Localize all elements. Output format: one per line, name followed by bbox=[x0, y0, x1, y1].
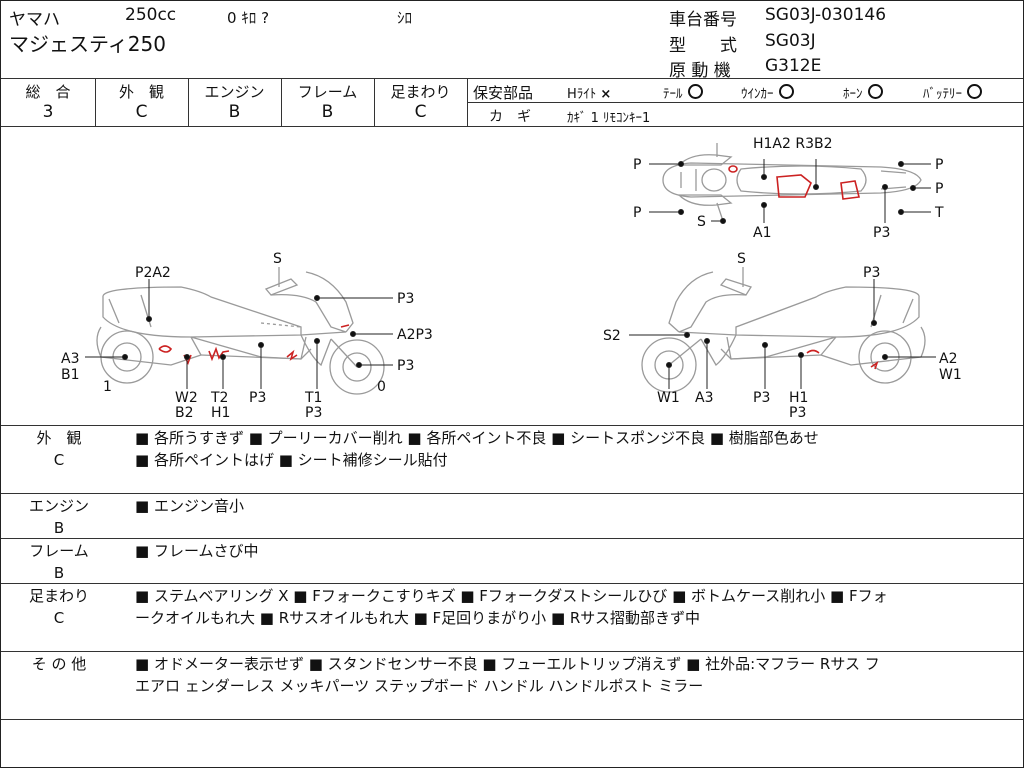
grade-suspension-value: C bbox=[414, 102, 427, 122]
label-right-s: S bbox=[737, 251, 746, 267]
safety-tail: ﾃｰﾙ bbox=[663, 83, 703, 102]
label-left-p3d: P3 bbox=[305, 405, 322, 421]
scooter-left-view bbox=[96, 267, 385, 395]
safety-headlight: Hﾗｲﾄ × bbox=[567, 87, 612, 102]
section-suspension-grade: C bbox=[53, 609, 65, 627]
label-top-p4r: P bbox=[935, 181, 943, 197]
label-left-a2p3: A2P3 bbox=[397, 327, 433, 343]
label-top-p3r: P bbox=[935, 157, 943, 173]
frame-no: SG03J-030146 bbox=[765, 5, 887, 25]
section-other-body: ■ オドメーター表示せず ■ スタンドセンサー不良 ■ フューエルトリップ消えず… bbox=[135, 655, 880, 695]
top-view-labels: P P S H1A2 R3B2 A1 P3 P P T bbox=[633, 136, 944, 241]
section-frame-title: フレーム bbox=[29, 542, 89, 560]
section-exterior-body: ■ 各所うすきず ■ プーリーカバー削れ ■ 各所ペイント不良 ■ シートスポン… bbox=[135, 429, 819, 469]
label-left-1: 1 bbox=[103, 379, 112, 395]
label-right-h1: H1 bbox=[789, 390, 808, 406]
grade-frame-value: B bbox=[321, 102, 334, 122]
section-engine-title: エンジン bbox=[28, 497, 89, 515]
grade-exterior-label: 外 観 bbox=[118, 83, 164, 101]
section-suspension-title: 足まわり bbox=[28, 587, 89, 605]
label-left-a3: A3 bbox=[61, 351, 79, 367]
label-left-p3b: P3 bbox=[397, 358, 414, 374]
label-top-p1: P bbox=[633, 157, 641, 173]
displacement: 250cc bbox=[125, 5, 177, 25]
section-exterior-grade: C bbox=[53, 451, 65, 469]
grade-engine-label: エンジン bbox=[204, 83, 265, 101]
model-name: マジェスティ250 bbox=[9, 32, 166, 56]
label-right-s2: S2 bbox=[603, 328, 621, 344]
label-left-p3c: P3 bbox=[249, 390, 266, 406]
label-left-0: 0 bbox=[377, 379, 386, 395]
label-right-p3c: P3 bbox=[789, 405, 806, 421]
label-right-a2: A2 bbox=[939, 351, 957, 367]
leader-lines bbox=[85, 159, 936, 389]
label-top-p2: P bbox=[633, 205, 641, 221]
section-suspension-body: ■ ステムベアリング X ■ Fフォークこすりキズ ■ Fフォークダストシールひ… bbox=[135, 587, 888, 627]
ok-mark-icon bbox=[778, 84, 794, 99]
safety-label: 保安部品 bbox=[473, 84, 534, 102]
label-left-b2: B2 bbox=[175, 405, 194, 421]
ok-mark-icon bbox=[687, 84, 703, 99]
section-other-title: そ の 他 bbox=[31, 655, 87, 673]
label-left-t2: T2 bbox=[210, 390, 228, 406]
label-top-a1: A1 bbox=[753, 225, 771, 241]
maker: ヤマハ bbox=[9, 10, 60, 30]
label-left-w2: W2 bbox=[175, 390, 198, 406]
ok-mark-icon bbox=[867, 84, 883, 99]
label-right-a3: A3 bbox=[695, 390, 713, 406]
engine-value: G312E bbox=[765, 56, 822, 76]
label-left-p2a2: P2A2 bbox=[135, 265, 171, 281]
section-frame-body: ■ フレームさび中 bbox=[135, 542, 259, 560]
section-frame-grade: B bbox=[53, 564, 65, 582]
label-top-h1a2r3b2: H1A2 R3B2 bbox=[753, 136, 833, 152]
label-right-w1b: W1 bbox=[657, 390, 680, 406]
label-left-t1: T1 bbox=[304, 390, 322, 406]
section-engine-grade: B bbox=[53, 519, 65, 537]
damage-diagram: P P S H1A2 R3B2 A1 P3 P P T S P2A2 P3 A2… bbox=[61, 136, 962, 421]
section-engine-body: ■ エンジン音小 bbox=[135, 497, 244, 515]
label-top-s: S bbox=[697, 214, 706, 230]
scooter-right-view bbox=[641, 267, 926, 393]
safety-battery: ﾊﾞｯﾃﾘｰ bbox=[923, 83, 982, 102]
ok-mark-icon bbox=[967, 84, 982, 99]
label-left-h1: H1 bbox=[211, 405, 230, 421]
type-value: SG03J bbox=[765, 31, 816, 51]
label-top-t: T bbox=[934, 205, 944, 221]
engine-label: 原 動 機 bbox=[669, 61, 731, 81]
right-view-labels: S P3 S2 A2 W1 W1 A3 P3 H1 P3 bbox=[603, 251, 962, 421]
safety-horn: ﾎｰﾝ bbox=[843, 83, 883, 102]
label-right-p3: P3 bbox=[863, 265, 880, 281]
grade-total-label: 総 合 bbox=[25, 83, 71, 101]
grade-exterior-value: C bbox=[135, 102, 148, 122]
label-left-b1: B1 bbox=[61, 367, 80, 383]
scooter-top-view bbox=[662, 143, 922, 222]
label-right-w1a: W1 bbox=[939, 367, 962, 383]
left-view-labels: S P2A2 P3 A2P3 P3 A3 B1 1 0 W2 B2 T2 H1 … bbox=[61, 251, 433, 421]
key-value: ｶｷﾞ 1 ﾘﾓｺﾝｷｰ1 bbox=[567, 111, 651, 126]
grade-engine-value: B bbox=[228, 102, 241, 122]
grade-total-value: 3 bbox=[42, 102, 54, 122]
frame-no-label: 車台番号 bbox=[669, 10, 737, 30]
mileage: 0 ｷﾛ ? bbox=[227, 9, 270, 27]
grade-frame-label: フレーム bbox=[297, 83, 358, 101]
damage-marks bbox=[158, 165, 879, 370]
grade-suspension-label: 足まわり bbox=[390, 83, 451, 101]
body-color: ｼﾛ bbox=[397, 9, 413, 27]
safety-winker: ｳｲﾝｶｰ bbox=[741, 83, 794, 102]
section-exterior-title: 外 観 bbox=[36, 429, 82, 447]
divider bbox=[1, 78, 1023, 79]
label-left-s: S bbox=[273, 251, 282, 267]
key-label: カ ギ bbox=[489, 109, 531, 125]
label-right-p3b: P3 bbox=[753, 390, 770, 406]
type-label: 型 式 bbox=[669, 36, 737, 56]
label-top-p3: P3 bbox=[873, 225, 890, 241]
label-left-p3a: P3 bbox=[397, 291, 414, 307]
